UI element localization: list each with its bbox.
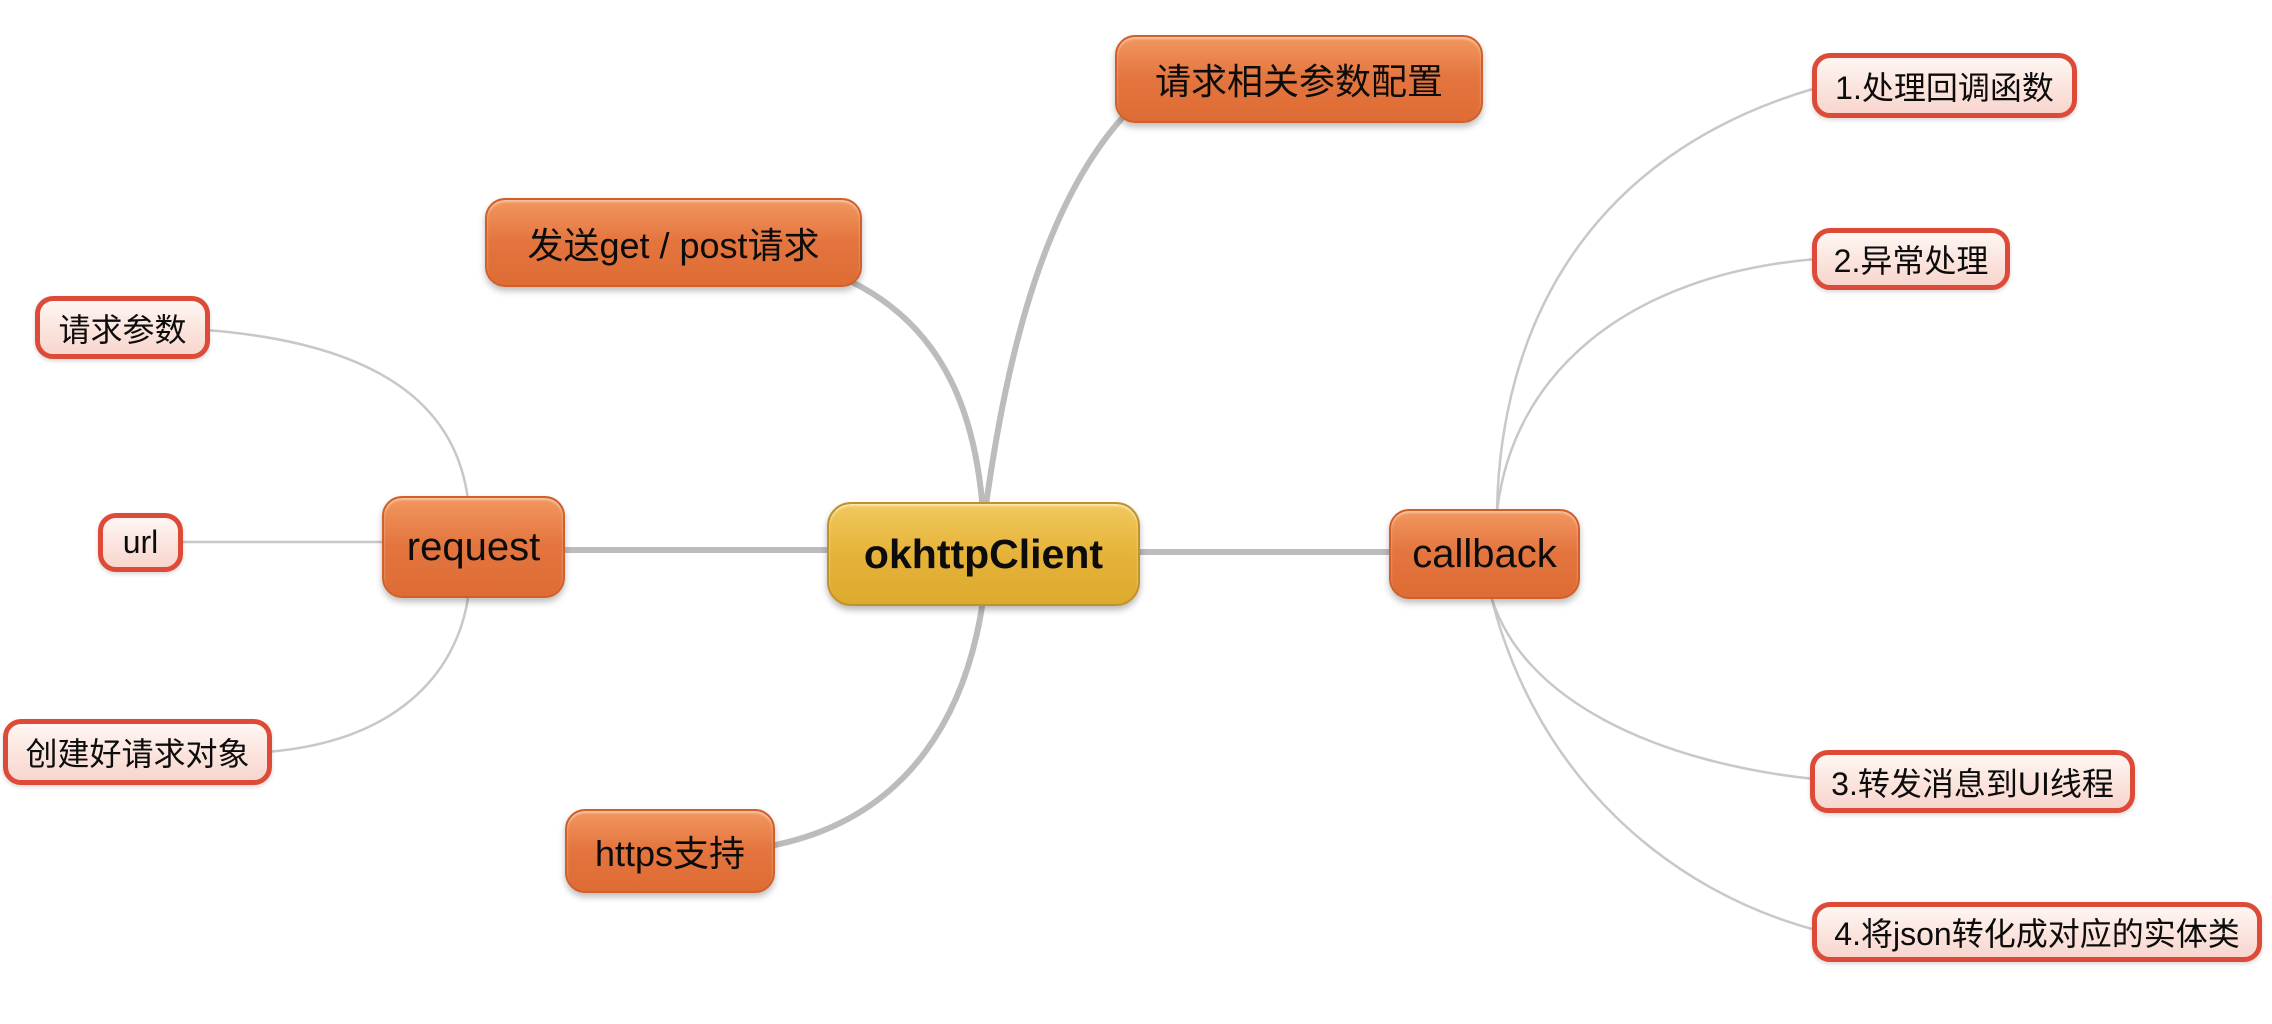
node-okhttpclient[interactable]: okhttpClient (827, 502, 1140, 606)
edge-request-request-params (205, 328, 470, 501)
node-request-params[interactable]: 请求参数 (35, 296, 210, 359)
edge-center-https-support (767, 597, 986, 849)
edge-request-create-request-object (265, 597, 470, 754)
node-cb4-json-to-entity[interactable]: 4.将json转化成对应的实体类 (1812, 902, 2262, 962)
edge-callback-cb1 (1495, 86, 1817, 513)
edge-callback-cb3 (1489, 595, 1815, 781)
node-cb2-exception-handling[interactable]: 2.异常处理 (1812, 228, 2010, 290)
node-cb1-handle-callback[interactable]: 1.处理回调函数 (1812, 53, 2077, 118)
node-create-request-object[interactable]: 创建好请求对象 (3, 719, 272, 785)
node-request[interactable]: request (382, 496, 565, 598)
node-cb3-forward-to-ui-thread[interactable]: 3.转发消息到UI线程 (1810, 750, 2135, 813)
node-param-config[interactable]: 请求相关参数配置 (1115, 35, 1483, 123)
edge-center-send-get-post (849, 279, 986, 515)
edge-center-param-config (982, 113, 1127, 515)
node-callback[interactable]: callback (1389, 509, 1580, 599)
edge-callback-cb2 (1495, 257, 1817, 513)
node-send-get-post[interactable]: 发送get / post请求 (485, 198, 862, 287)
node-url[interactable]: url (98, 513, 183, 572)
node-https-support[interactable]: https支持 (565, 809, 775, 893)
edge-callback-cb4 (1489, 595, 1817, 932)
